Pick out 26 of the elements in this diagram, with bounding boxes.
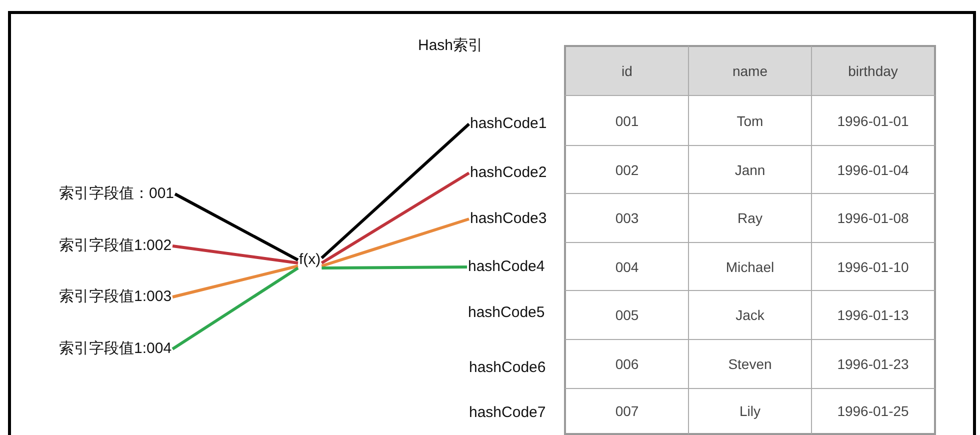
connector-line bbox=[322, 266, 467, 270]
hash-code-label: hashCode6 bbox=[469, 359, 546, 377]
connector-line bbox=[172, 264, 298, 298]
function-label: f(x) bbox=[299, 251, 321, 269]
key-value-label: 索引字段值：001 bbox=[59, 185, 174, 203]
table-cell: 007 bbox=[564, 388, 689, 435]
table-cell: 1996-01-25 bbox=[811, 388, 936, 435]
key-value-label: 索引字段值1:004 bbox=[59, 340, 172, 358]
connector-line bbox=[321, 218, 470, 268]
table-header-cell: id bbox=[564, 45, 689, 96]
diagram-title: Hash索引 bbox=[418, 37, 484, 55]
connector-line bbox=[320, 172, 470, 264]
connector-line bbox=[320, 122, 470, 260]
hash-code-label: hashCode5 bbox=[468, 304, 545, 322]
key-value-label: 索引字段值1:002 bbox=[59, 237, 172, 255]
hash-code-label: hashCode2 bbox=[470, 164, 547, 182]
hash-code-label: hashCode3 bbox=[470, 210, 547, 228]
hash-code-label: hashCode4 bbox=[468, 258, 545, 276]
table-header-cell: name bbox=[688, 45, 812, 96]
connector-line bbox=[172, 244, 298, 264]
connector-line bbox=[174, 192, 299, 262]
key-value-label: 索引字段值1:003 bbox=[59, 288, 172, 306]
table-header-cell: birthday bbox=[811, 45, 936, 96]
hash-code-label: hashCode7 bbox=[469, 404, 546, 422]
connector-line bbox=[172, 266, 299, 350]
hash-code-label: hashCode1 bbox=[470, 115, 547, 133]
